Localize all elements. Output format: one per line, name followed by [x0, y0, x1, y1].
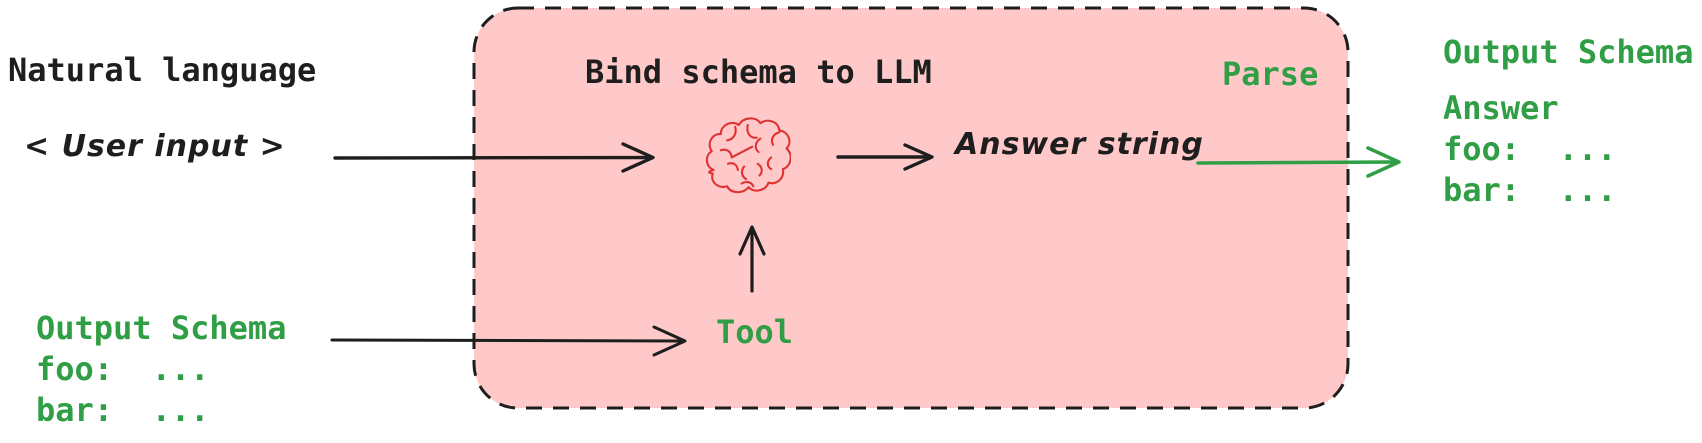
- input-schema-block: Output Schema foo: ... bar: ...: [36, 308, 286, 431]
- input-schema-bar: bar: ...: [36, 391, 210, 429]
- user-input-text: < User input >: [24, 129, 286, 164]
- input-schema-foo: foo: ...: [36, 350, 210, 388]
- output-foo: foo: ...: [1443, 130, 1617, 168]
- bind-box-title: Bind schema to LLM: [585, 53, 932, 91]
- input-schema-title: Output Schema: [36, 309, 287, 347]
- llm-bind-box: [472, 6, 1350, 410]
- arrow-user-input-to-llm: [333, 142, 655, 173]
- arrow-schema-to-tool: [330, 325, 687, 357]
- output-schema-block: Answer foo: ... bar: ...: [1443, 88, 1616, 211]
- answer-string-label: Answer string: [955, 127, 1204, 162]
- brain-icon: [705, 117, 791, 194]
- output-schema-title: Output Schema: [1443, 33, 1694, 71]
- arrow-llm-to-answer: [836, 143, 934, 171]
- output-bar: bar: ...: [1443, 171, 1617, 209]
- parse-label: Parse: [1222, 55, 1319, 93]
- output-answer-label: Answer: [1443, 89, 1559, 127]
- natural-language-label: Natural language: [8, 51, 317, 89]
- tool-label: Tool: [716, 313, 794, 351]
- arrow-tool-to-llm: [738, 225, 766, 293]
- arrow-parse-to-output: [1196, 146, 1401, 178]
